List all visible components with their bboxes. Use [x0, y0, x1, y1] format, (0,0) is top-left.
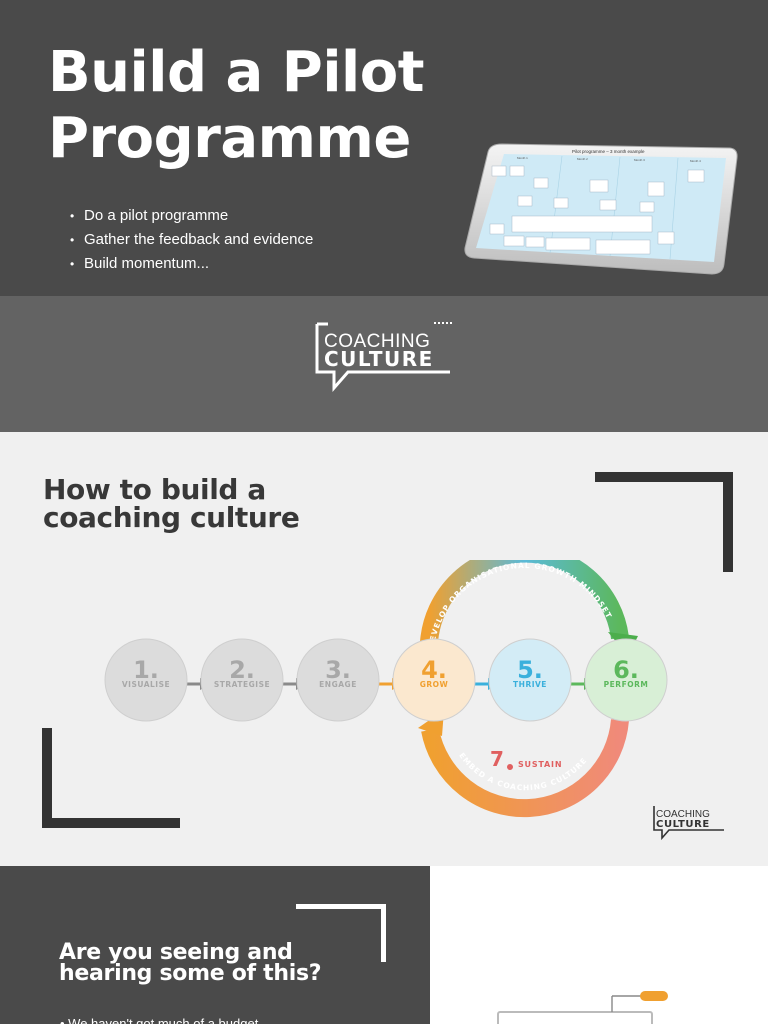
step-number: 1. [133, 656, 159, 684]
tablet-heading: Pilot programme – 3 month example [572, 149, 645, 154]
corner-bracket-bottom-left [42, 728, 180, 828]
step-strategise: 2.STRATEGISE [200, 638, 284, 722]
step-label: STRATEGISE [214, 680, 270, 689]
step-number: 6. [613, 656, 639, 684]
logo-line1: COACHING [324, 331, 430, 352]
tablet-col-label: Month 1 [517, 156, 528, 160]
step-circle [488, 638, 572, 722]
tablet-col-label: Month 4 [690, 159, 701, 163]
flow-diagram-partial [497, 991, 668, 1024]
step-label: GROW [420, 680, 449, 689]
logo-small-line2: CULTURE [656, 819, 710, 830]
corner-bracket-top-right [595, 472, 733, 572]
step-label: THRIVE [513, 680, 547, 689]
slide1-bullet-list: Do a pilot programme Gather the feedback… [70, 206, 313, 278]
slide1-bullet: Build momentum... [70, 254, 313, 278]
step-number: 3. [325, 656, 351, 684]
tablet-col-label: Month 2 [577, 157, 588, 161]
corner-bracket-white [296, 904, 386, 962]
logo-line2: CULTURE [324, 347, 434, 371]
slide3-title: Are you seeing and hearing some of this? [59, 940, 322, 986]
logo-small-line1: COACHING [656, 809, 710, 820]
slide3-right-panel [430, 866, 768, 1024]
step-number: 4. [421, 656, 447, 684]
bottom-arc-band [421, 719, 629, 818]
step-visualise: 1.VISUALISE [104, 638, 188, 722]
slide2-title-line2: coaching culture [43, 501, 300, 534]
slide1-bullet: Gather the feedback and evidence [70, 230, 313, 254]
coaching-culture-steps-diagram: DEVELOP ORGANISATIONAL GROWTH MINDSET EM… [104, 560, 668, 818]
orange-tag [640, 991, 668, 1001]
slide3-bullet: We haven't got much of a budget [60, 1016, 258, 1024]
step-circle [296, 638, 380, 722]
step-number: 2. [229, 656, 255, 684]
tablet-col-label: Month 3 [634, 158, 645, 162]
slide1-title: Build a Pilot Programme [48, 40, 424, 172]
step-circle [584, 638, 668, 722]
slide1-bullet: Do a pilot programme [70, 206, 313, 230]
step-circle [392, 638, 476, 722]
coaching-culture-logo-small: COACHING CULTURE [653, 806, 724, 840]
sustain-dot [507, 764, 513, 770]
slide1-title-line1: Build a Pilot [48, 40, 424, 105]
step-perform: 6.PERFORM [584, 638, 668, 722]
slide2-title: How to build a coaching culture [43, 473, 300, 534]
sustain-number: 7 [490, 747, 504, 771]
logo-band [0, 296, 768, 432]
slide-are-you-seeing [0, 866, 430, 1024]
step-label: VISUALISE [122, 680, 170, 689]
pilot-timeline-tablet-image: Pilot programme – 3 month example Month … [464, 143, 738, 275]
step-label: PERFORM [604, 680, 649, 689]
slide3-title-line1: Are you seeing and [59, 940, 293, 965]
step-engage: 3.ENGAGE [296, 638, 380, 722]
step-number: 5. [517, 656, 543, 684]
slide1-title-line2: Programme [48, 106, 411, 171]
step-grow: 4.GROW [392, 638, 476, 722]
step-thrive: 5.THRIVE [488, 638, 572, 722]
step-circle [104, 638, 188, 722]
slide2-title-line1: How to build a [43, 473, 266, 506]
coaching-culture-logo: COACHING CULTURE [315, 322, 452, 392]
step-circle [200, 638, 284, 722]
top-arc-band [420, 560, 629, 643]
slide3-title-line2: hearing some of this? [59, 961, 322, 986]
sustain-label: SUSTAIN [518, 760, 562, 769]
step-label: ENGAGE [319, 680, 357, 689]
